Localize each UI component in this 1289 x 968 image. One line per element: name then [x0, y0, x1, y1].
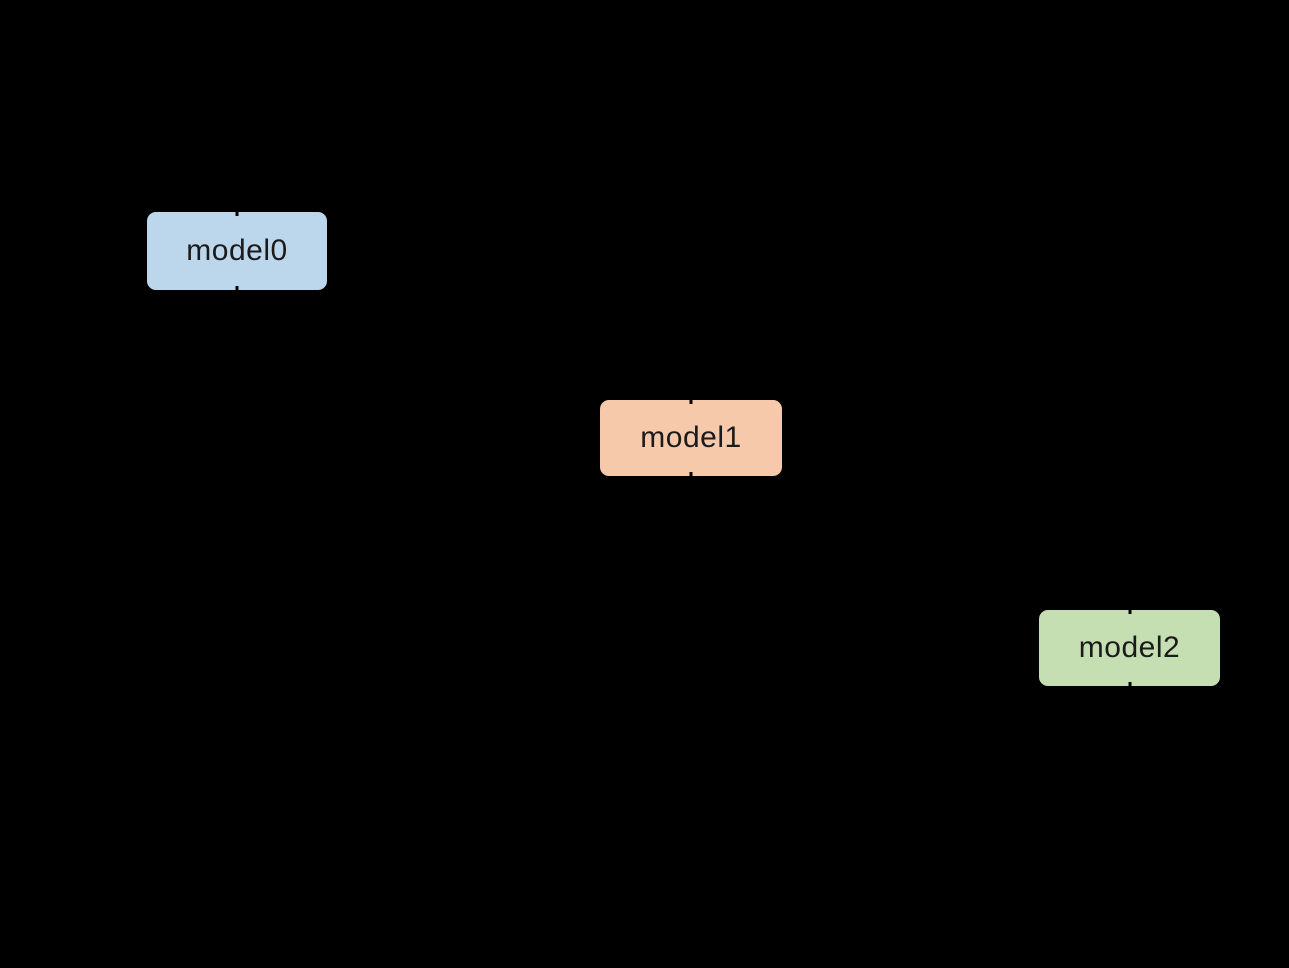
edge-connector-bottom	[689, 472, 693, 478]
edge-connector-bottom	[235, 286, 239, 292]
node-model0: model0	[147, 210, 327, 292]
node-model2: model2	[1039, 608, 1220, 688]
node-model2-label: model2	[1078, 631, 1181, 664]
edge-connector-top	[1128, 608, 1131, 614]
edge-connector-top	[689, 398, 693, 404]
node-model1-label: model1	[640, 421, 742, 454]
node-model1: model1	[600, 398, 782, 478]
edge-connector-bottom	[1128, 682, 1131, 688]
node-model0-label: model0	[186, 234, 288, 267]
edge-connector-top	[235, 210, 239, 216]
